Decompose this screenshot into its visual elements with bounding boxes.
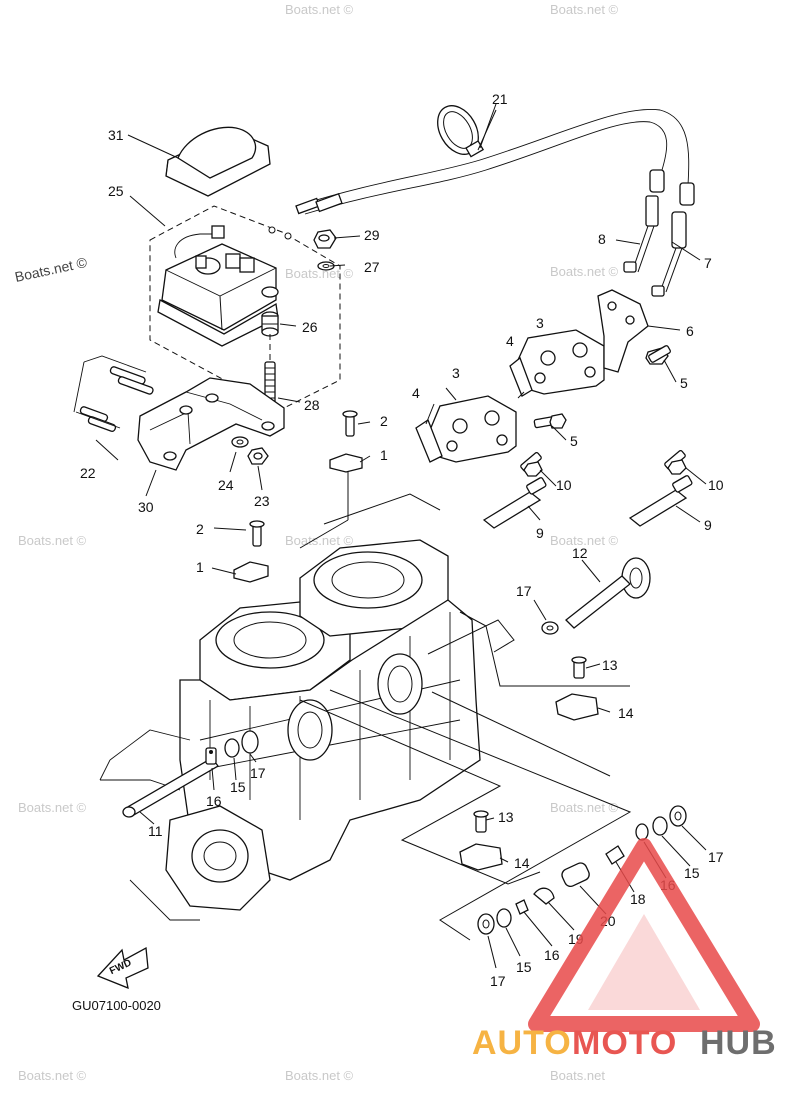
callout-26: 26 bbox=[302, 319, 318, 335]
callout-21: 21 bbox=[492, 91, 508, 107]
callout-17-left: 17 bbox=[250, 765, 266, 781]
callout-15-bottom: 15 bbox=[516, 959, 532, 975]
callout-7: 7 bbox=[704, 255, 712, 271]
fuel-nozzle-right bbox=[628, 450, 693, 527]
callout-17-right: 17 bbox=[708, 849, 724, 865]
logo-text-auto: AUTO bbox=[472, 1024, 572, 1062]
clamp-and-screw-lower bbox=[233, 520, 269, 583]
callout-31: 31 bbox=[108, 127, 124, 143]
logo-text-hub: HUB bbox=[700, 1024, 777, 1062]
clamp-and-screw-upper bbox=[329, 410, 363, 520]
callout-1-upper: 1 bbox=[380, 447, 388, 463]
watermark: Boats.net © bbox=[18, 533, 87, 548]
throttle-shaft bbox=[541, 557, 651, 635]
watermark: Boats.net © bbox=[550, 2, 619, 17]
callout-16-left: 16 bbox=[206, 793, 222, 809]
stud-set bbox=[79, 366, 154, 432]
callout-27: 27 bbox=[364, 259, 380, 275]
leader-lines bbox=[95, 103, 707, 969]
callout-28: 28 bbox=[304, 397, 320, 413]
callout-13-lower: 13 bbox=[498, 809, 514, 825]
watermark: Boats.net © bbox=[18, 800, 87, 815]
watermark: Boats.net © bbox=[13, 254, 89, 285]
watermark: Boats.net © bbox=[550, 800, 619, 815]
watermark: Boats.net © bbox=[18, 1068, 87, 1083]
callout-22: 22 bbox=[80, 465, 96, 481]
callout-15-right: 15 bbox=[684, 865, 700, 881]
callout-9-left: 9 bbox=[536, 525, 544, 541]
lever-assembly-upper bbox=[555, 656, 599, 721]
callout-10-left: 10 bbox=[556, 477, 572, 493]
mounting-bracket bbox=[73, 355, 285, 471]
callout-3-lower: 3 bbox=[452, 365, 460, 381]
electrical-box-assembly bbox=[129, 192, 343, 411]
cable-tie-icon bbox=[437, 105, 497, 158]
callout-3-upper: 3 bbox=[536, 315, 544, 331]
callout-5-lower: 5 bbox=[570, 433, 578, 449]
watermark: Boats.net © bbox=[285, 533, 354, 548]
callout-11: 11 bbox=[148, 823, 163, 839]
drawing-code: GU07100-0020 bbox=[72, 998, 161, 1013]
carburetor-holders bbox=[415, 289, 671, 463]
watermark: Boats.net © bbox=[285, 266, 354, 281]
electrical-box-cover bbox=[127, 126, 271, 197]
callout-14-upper: 14 bbox=[618, 705, 634, 721]
callout-23: 23 bbox=[254, 493, 270, 509]
fuel-nozzle-left bbox=[482, 452, 547, 529]
callout-17-bottom: 17 bbox=[490, 973, 506, 989]
callout-29: 29 bbox=[364, 227, 380, 243]
lever-assembly-lower bbox=[459, 810, 503, 871]
watermarks: Boats.net © Boats.net © Boats.net © Boat… bbox=[13, 2, 618, 1083]
callout-15-left: 15 bbox=[230, 779, 246, 795]
callout-17-mid: 17 bbox=[516, 583, 532, 599]
callout-5-upper: 5 bbox=[680, 375, 688, 391]
collar-spring-kit bbox=[477, 805, 687, 935]
throttle-shaft-long bbox=[122, 730, 259, 818]
watermark: Boats.net © bbox=[550, 533, 619, 548]
forward-arrow-icon: FWD bbox=[96, 946, 149, 990]
watermark: Boats.net © bbox=[285, 2, 354, 17]
callout-4-lower: 4 bbox=[412, 385, 420, 401]
callout-25: 25 bbox=[108, 183, 124, 199]
engine-block bbox=[99, 539, 481, 921]
callout-13-upper: 13 bbox=[602, 657, 618, 673]
watermark: Boats.net © bbox=[550, 264, 619, 279]
automotohub-logo: AUTO MOTO HUB bbox=[472, 838, 777, 1062]
callout-2-upper: 2 bbox=[380, 413, 388, 429]
callout-16-bottom: 16 bbox=[544, 947, 560, 963]
callout-24: 24 bbox=[218, 477, 234, 493]
watermark: Boats.net bbox=[550, 1068, 605, 1083]
callout-1-lower: 1 bbox=[196, 559, 204, 575]
callout-12: 12 bbox=[572, 545, 588, 561]
callout-9-right: 9 bbox=[704, 517, 712, 533]
callout-6: 6 bbox=[686, 323, 694, 339]
callout-8: 8 bbox=[598, 231, 606, 247]
callout-10-right: 10 bbox=[708, 477, 724, 493]
logo-text-moto: MOTO bbox=[572, 1024, 677, 1062]
watermark: Boats.net © bbox=[285, 1068, 354, 1083]
callout-14-lower: 14 bbox=[514, 855, 530, 871]
callout-4-upper: 4 bbox=[506, 333, 514, 349]
throttle-cables bbox=[299, 109, 695, 297]
callout-2-lower: 2 bbox=[196, 521, 204, 537]
callout-18: 18 bbox=[630, 891, 646, 907]
callout-30: 30 bbox=[138, 499, 154, 515]
